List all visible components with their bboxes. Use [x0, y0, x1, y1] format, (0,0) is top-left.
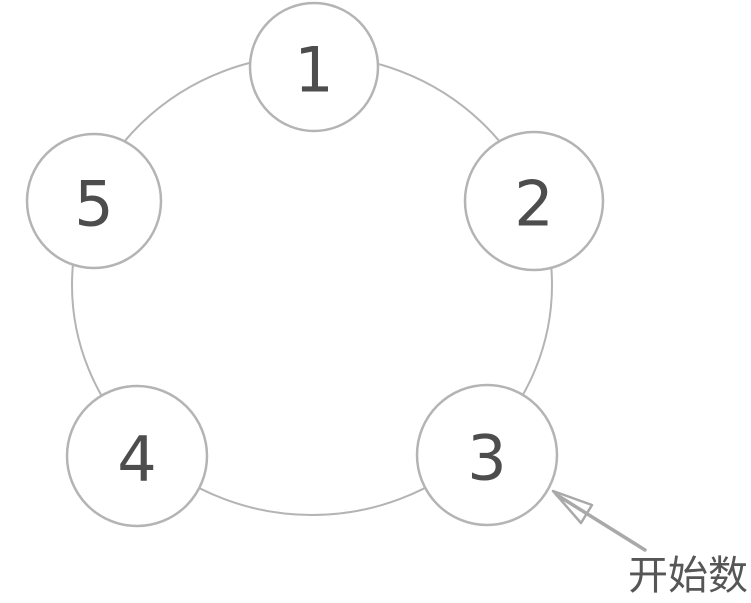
node-3: 3	[415, 383, 559, 527]
node-circle-2	[463, 130, 605, 272]
node-label-4: 4	[117, 423, 156, 496]
node-circle-5	[25, 132, 163, 270]
node-2: 2	[463, 130, 605, 272]
node-label-5: 5	[74, 168, 113, 241]
node-label-1: 1	[294, 34, 333, 107]
start-arrow	[551, 489, 647, 552]
node-5: 5	[25, 132, 163, 270]
start-annotation-label: 开始数	[628, 553, 748, 599]
node-circle-1	[248, 1, 380, 133]
node-circle-4	[65, 384, 209, 528]
node-circle-3	[415, 383, 559, 527]
node-label-2: 2	[514, 168, 553, 241]
arrow-shaft	[555, 493, 647, 552]
node-1: 1	[248, 1, 380, 133]
node-label-3: 3	[467, 422, 506, 495]
node-4: 4	[65, 384, 209, 528]
